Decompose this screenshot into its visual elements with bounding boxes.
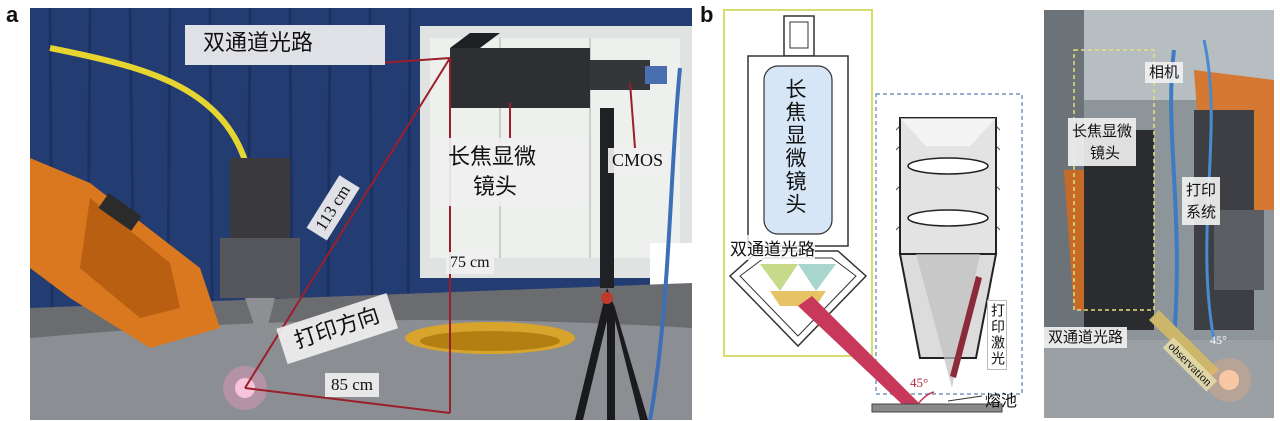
panel-a-letter: a [6, 2, 19, 27]
label-camera: 相机 [1145, 62, 1184, 84]
label-dual-channel-photo: 双通道光路 [1044, 327, 1128, 349]
label-tele-lens-photo-line1: 长焦显微 [1072, 122, 1133, 140]
label-75cm: 75 cm [446, 252, 494, 275]
label-cmos: CMOS [608, 148, 668, 173]
label-tele-lens-a: 长焦显微 镜头 [440, 138, 585, 206]
label-angle-b: 45° [910, 375, 929, 390]
panel-a-photo [30, 8, 692, 420]
label-angle-photo: 45° [1210, 333, 1227, 347]
label-tele-lens-vertical: 长焦显微镜头 [783, 78, 807, 216]
label-tele-lens-a-line1: 长焦显微 [448, 145, 537, 170]
label-tele-lens-a-line2: 镜头 [473, 175, 518, 200]
label-print-laser: 打印激光 [987, 300, 1007, 370]
panel-b-letter: b [700, 2, 714, 27]
label-dual-channel-b: 双通道光路 [730, 235, 815, 260]
label-melt-pool: 熔池 [985, 391, 1018, 410]
label-tele-lens-photo: 长焦显微 镜头 [1068, 118, 1137, 166]
label-print-system-line1: 打印 [1186, 181, 1217, 199]
label-dual-channel-a: 双通道光路 [185, 25, 385, 65]
label-print-system-line2: 系统 [1186, 203, 1217, 221]
label-85cm: 85 cm [325, 373, 380, 397]
panel-b-diagram [723, 9, 1023, 413]
label-tele-lens-photo-line2: 镜头 [1090, 144, 1121, 162]
label-print-system: 打印 系统 [1182, 177, 1221, 225]
